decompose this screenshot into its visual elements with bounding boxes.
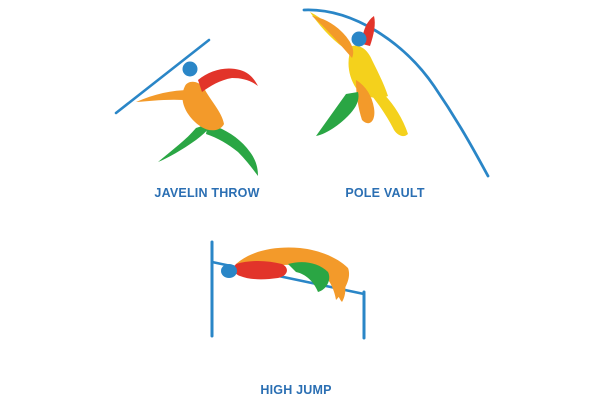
vault-athlete-leg-right [372, 90, 408, 137]
javelin-athlete-arm [136, 90, 190, 102]
pole-vault-icon [302, 8, 490, 178]
javelin-athlete-head [182, 61, 198, 77]
javelin-athlete-front-arm [198, 68, 258, 92]
vault-pole [302, 8, 490, 178]
high-jump-athlete-head [221, 264, 237, 278]
high-jump-athlete-body [236, 247, 350, 300]
javelin-throw-icon [114, 38, 258, 176]
javelin-athlete-torso [182, 81, 224, 131]
vault-athlete-shoulder [312, 16, 354, 58]
javelin-athlete-front-leg [206, 124, 258, 176]
caption-javelin-throw: JAVELIN THROW [154, 186, 260, 200]
javelin-athlete-back-leg [158, 122, 214, 162]
vault-athlete-head [351, 31, 367, 47]
high-jump-athlete-torso [233, 261, 287, 280]
vault-athlete-leg-green [316, 92, 359, 136]
vault-athlete-thigh [356, 80, 375, 124]
high-jump-athlete-legs-green [288, 262, 330, 292]
caption-pole-vault: POLE VAULT [345, 186, 425, 200]
caption-high-jump: HIGH JUMP [260, 383, 332, 397]
vault-athlete-body [348, 45, 388, 98]
high-jump-icon [210, 240, 366, 340]
javelin-spear [114, 38, 211, 115]
high-jump-athlete-leg [332, 268, 346, 302]
